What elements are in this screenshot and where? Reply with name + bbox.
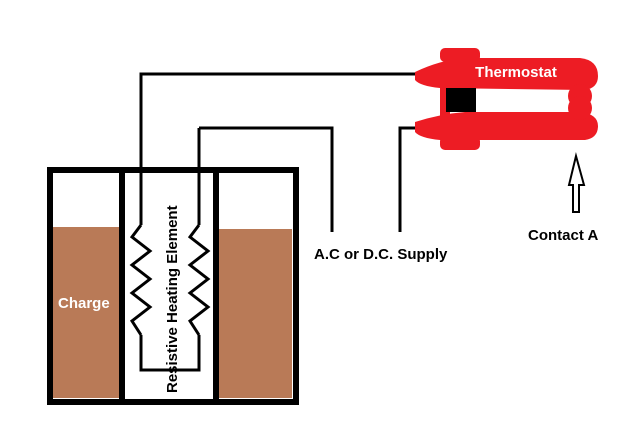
contact-label: Contact A <box>528 227 598 244</box>
supply-label: A.C or D.C. Supply <box>314 246 448 263</box>
heating-element-loop-return <box>139 335 201 372</box>
charge-left <box>53 227 119 398</box>
contact-block <box>446 88 476 112</box>
wire-supply-left <box>199 126 334 232</box>
wire-top <box>139 72 418 80</box>
heating-element-label: Resistive Heating Element <box>164 205 181 393</box>
charge-right <box>219 229 292 398</box>
up-arrow-icon <box>567 152 586 213</box>
zigzag-resistor-icon <box>187 224 211 336</box>
furnace-outer-wall <box>47 167 299 405</box>
zigzag-resistor-icon <box>129 224 153 336</box>
thermostat <box>415 48 598 150</box>
charge-label: Charge <box>58 295 110 312</box>
thermostat-label: Thermostat <box>475 64 557 81</box>
wire-supply-right <box>398 126 418 232</box>
